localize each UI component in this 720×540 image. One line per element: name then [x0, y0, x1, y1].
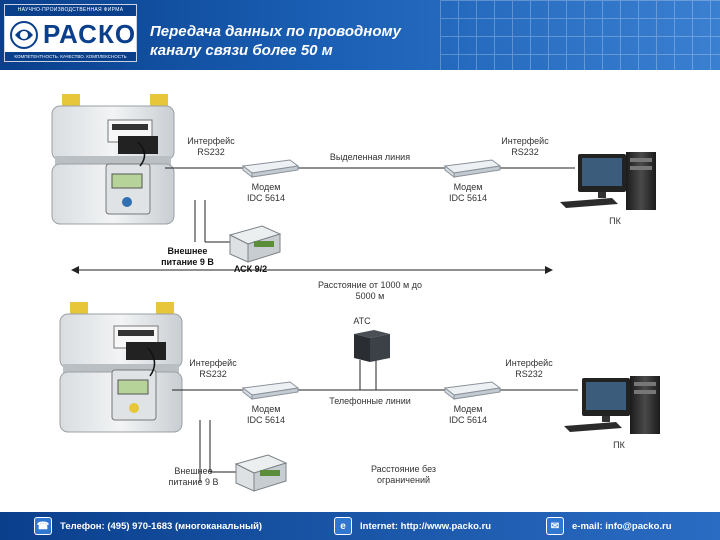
header: НАУЧНО-ПРОИЗВОДСТВЕННАЯ ФИРМА РАСКО КОМП…	[0, 0, 720, 70]
footer-phone: ☎ Телефон: (495) 970-1683 (многоканальны…	[34, 517, 262, 535]
diagram-canvas	[51, 94, 660, 492]
label-modem-bottom-left: Модем IDC 5614	[246, 404, 286, 425]
mail-icon: ✉	[546, 517, 564, 535]
ack-power-box-bottom-icon	[234, 454, 288, 492]
label-pc-bottom: ПК	[613, 440, 625, 450]
gas-meter-bottom-icon	[59, 302, 183, 433]
modem-top-right-icon	[443, 159, 502, 179]
phone-icon: ☎	[34, 517, 52, 535]
header-grid-decoration	[440, 0, 720, 70]
label-pc-top: ПК	[609, 216, 621, 226]
globe-icon: e	[334, 517, 352, 535]
logo-tagline-bottom: КОМПЕТЕНТНОСТЬ. КАЧЕСТВО. КОМПЛЕКСНОСТЬ	[5, 52, 136, 61]
logo-tagline-top: НАУЧНО-ПРОИЗВОДСТВЕННАЯ ФИРМА	[5, 5, 136, 16]
label-distance: Расстояние от 1000 м до 5000 м	[317, 280, 422, 301]
diagram: Интерфейс RS232 Выделенная линия Интерфе…	[0, 70, 720, 510]
atc-station-icon	[354, 330, 390, 362]
footer: ☎ Телефон: (495) 970-1683 (многоканальны…	[0, 512, 720, 540]
footer-internet-text[interactable]: Internet: http://www.packo.ru	[360, 520, 492, 532]
label-interface-bottom-left: Интерфейс RS232	[189, 358, 237, 379]
label-phone-lines: Телефонные линии	[329, 396, 411, 406]
modem-top-left-icon	[241, 159, 300, 179]
label-modem-bottom-right: Модем IDC 5614	[448, 404, 488, 425]
modem-bottom-right-icon	[443, 381, 502, 401]
label-modem-top-left: Модем IDC 5614	[246, 182, 286, 203]
gas-meter-top-icon	[51, 94, 175, 225]
modem-bottom-left-icon	[241, 381, 300, 401]
logo-name: РАСКО	[43, 19, 137, 49]
label-interface-bottom-right: Интерфейс RS232	[505, 358, 553, 379]
page-title: Передача данных по проводному каналу свя…	[150, 23, 401, 59]
label-modem-top-right: Модем IDC 5614	[448, 182, 488, 203]
label-leased-line: Выделенная линия	[329, 152, 411, 162]
ack-power-box-top-icon	[228, 225, 282, 263]
label-unlimited-distance: Расстояние без ограничений	[370, 464, 437, 485]
logo-emblem-icon	[10, 21, 38, 49]
pc-top-icon	[560, 152, 656, 210]
footer-internet[interactable]: e Internet: http://www.packo.ru	[334, 517, 491, 535]
pc-bottom-icon	[564, 376, 660, 434]
label-power-bottom: Внешнее питание 9 В	[168, 466, 219, 487]
logo: НАУЧНО-ПРОИЗВОДСТВЕННАЯ ФИРМА РАСКО КОМП…	[4, 4, 137, 62]
label-ack: АСК 9/2	[233, 264, 268, 274]
label-interface-top-left: Интерфейс RS232	[187, 136, 235, 157]
label-atc: АТС	[353, 316, 371, 326]
label-power-top: Внешнее питание 9 В	[161, 246, 214, 267]
label-interface-top-right: Интерфейс RS232	[501, 136, 549, 157]
footer-email-text[interactable]: e-mail: info@packo.ru	[572, 520, 672, 532]
footer-email[interactable]: ✉ e-mail: info@packo.ru	[546, 517, 672, 535]
footer-phone-text: Телефон: (495) 970-1683 (многоканальный)	[60, 520, 263, 532]
